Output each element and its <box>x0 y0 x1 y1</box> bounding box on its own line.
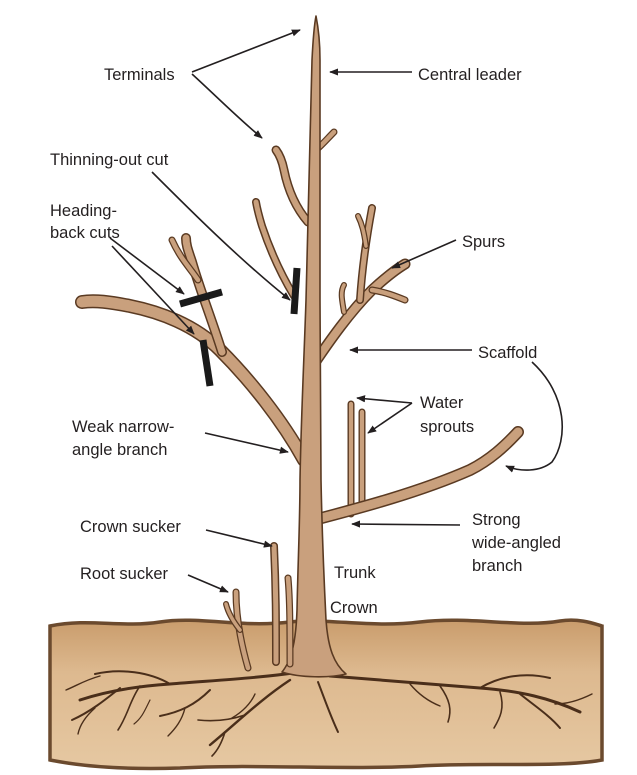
label-root-sucker: Root sucker <box>80 565 169 583</box>
trunk <box>281 15 347 678</box>
heading-back-cut-mark-upper <box>179 288 223 308</box>
labels: Terminals Central leader Thinning-out cu… <box>50 66 561 617</box>
label-central-leader: Central leader <box>418 66 522 84</box>
label-water-sprouts-2: sprouts <box>420 418 474 436</box>
callout-arrows <box>109 29 564 593</box>
label-crown-sucker: Crown sucker <box>80 518 181 536</box>
label-strong-branch-3: branch <box>472 557 522 575</box>
label-thinning-out-cut: Thinning-out cut <box>50 151 169 169</box>
thinning-out-cut-mark <box>290 267 301 315</box>
heading-back-cut-mark-lower <box>199 339 214 387</box>
suckers <box>223 542 294 672</box>
label-scaffold: Scaffold <box>478 344 537 362</box>
label-spurs: Spurs <box>462 233 505 251</box>
label-heading-back-cuts-1: Heading- <box>50 202 117 220</box>
label-terminals: Terminals <box>104 66 175 84</box>
roots <box>65 670 593 757</box>
soil <box>48 618 604 771</box>
label-trunk: Trunk <box>334 564 376 582</box>
water-sprouts <box>347 400 366 518</box>
label-water-sprouts-1: Water <box>420 394 464 412</box>
label-weak-branch-1: Weak narrow- <box>72 418 174 436</box>
label-heading-back-cuts-2: back cuts <box>50 224 120 242</box>
cut-marks <box>179 267 301 387</box>
label-crown: Crown <box>330 599 378 617</box>
label-weak-branch-2: angle branch <box>72 441 167 459</box>
label-strong-branch-1: Strong <box>472 511 521 529</box>
label-strong-branch-2: wide-angled <box>471 534 561 552</box>
